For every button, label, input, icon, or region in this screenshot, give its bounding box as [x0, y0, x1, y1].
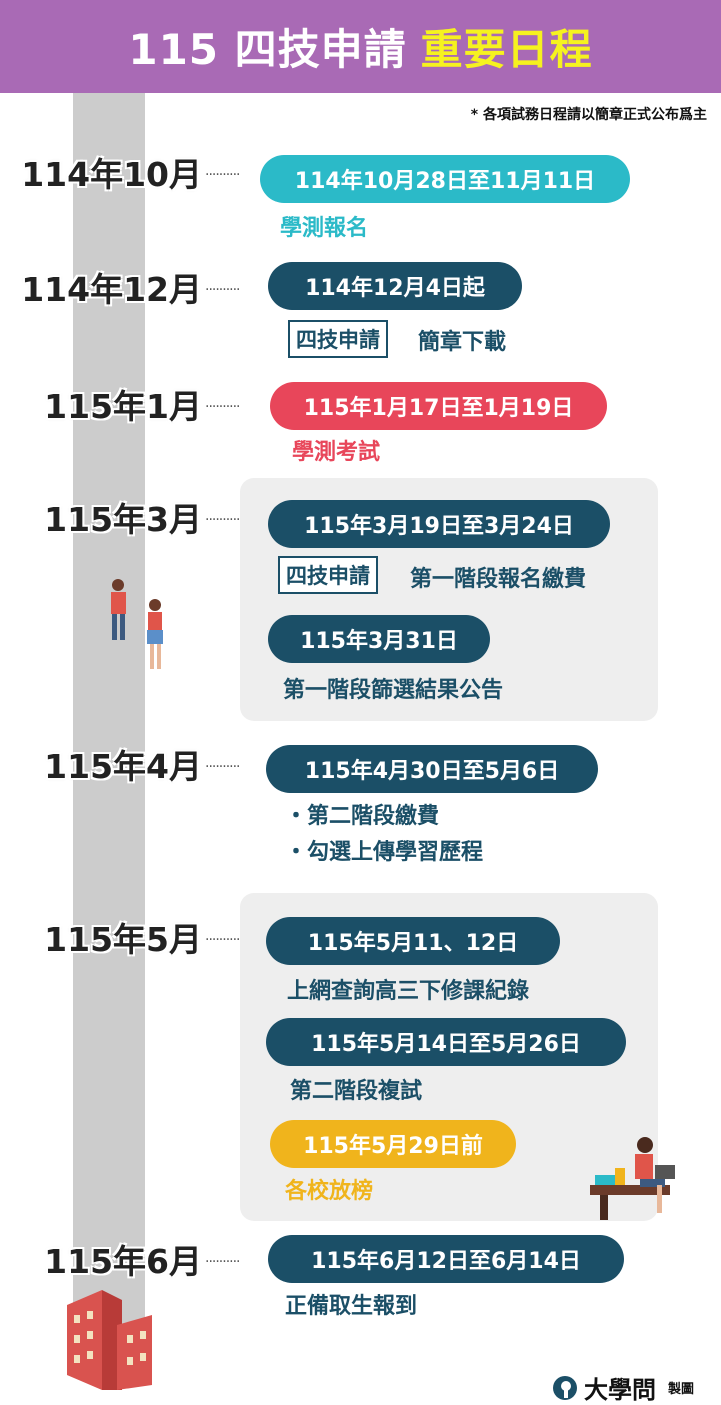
month-label: 114年10月	[21, 155, 202, 194]
event-desc: 上網查詢高三下修課紀錄	[287, 979, 530, 1004]
leader-dots: ··········	[205, 282, 241, 298]
timeline-bar	[73, 93, 145, 1333]
event-desc: 第二階段複試	[290, 1079, 423, 1104]
date-pill: 115年3月31日	[268, 615, 490, 663]
brand-name: 大學問	[584, 1376, 656, 1404]
event-desc: 第一階段報名繳費	[410, 567, 587, 592]
school-building-illustration	[67, 1290, 152, 1390]
students-walking-illustration	[111, 579, 163, 669]
logo-mark-icon	[553, 1375, 577, 1400]
date-pill: 114年10月28日至11月11日	[260, 155, 630, 203]
event-desc: 第一階段篩選結果公告	[283, 678, 504, 703]
date-pill: 115年3月19日至3月24日	[268, 500, 610, 548]
leader-dots: ··········	[205, 399, 241, 415]
leader-dots: ··········	[205, 759, 241, 775]
date-pill: 115年6月12日至6月14日	[268, 1235, 624, 1283]
date-pill: 115年1月17日至1月19日	[270, 382, 607, 430]
month-label: 115年6月	[44, 1242, 202, 1281]
month-label: 115年1月	[44, 387, 202, 426]
bullet-item: ・勾選上傳學習歷程	[285, 840, 484, 865]
date-pill: 115年5月29日前	[270, 1120, 516, 1168]
month-label: 115年5月	[44, 920, 202, 959]
event-desc: 學測報名	[280, 216, 369, 241]
page-header: 115 四技申請 重要日程	[0, 0, 721, 93]
leader-dots: ··········	[205, 512, 241, 528]
disclaimer-note: * 各項試務日程請以簡章正式公布爲主	[470, 107, 707, 123]
month-label: 114年12月	[21, 270, 202, 309]
event-desc: 簡章下載	[418, 330, 507, 355]
title-highlight: 重要日程	[420, 25, 593, 74]
event-desc: 學測考試	[292, 440, 381, 465]
leader-dots: ··········	[205, 167, 241, 183]
month-label: 115年4月	[44, 747, 202, 786]
category-tag: 四技申請	[288, 320, 388, 358]
title-main: 115 四技申請	[128, 25, 407, 74]
event-desc: 各校放榜	[285, 1179, 374, 1204]
brand-logo: 大學問 製圖	[552, 1370, 694, 1405]
bullet-item: ・第二階段繳費	[285, 804, 440, 829]
month-label: 115年3月	[44, 500, 202, 539]
category-tag: 四技申請	[278, 556, 378, 594]
event-desc: 正備取生報到	[285, 1294, 418, 1319]
date-pill: 115年4月30日至5月6日	[266, 745, 598, 793]
leader-dots: ··········	[205, 932, 241, 948]
date-pill: 115年5月14日至5月26日	[266, 1018, 626, 1066]
made-by-label: 製圖	[668, 1382, 695, 1397]
date-pill: 115年5月11、12日	[266, 917, 560, 965]
student-laptop-illustration	[590, 1137, 675, 1220]
date-pill: 114年12月4日起	[268, 262, 522, 310]
leader-dots: ··········	[205, 1254, 241, 1270]
